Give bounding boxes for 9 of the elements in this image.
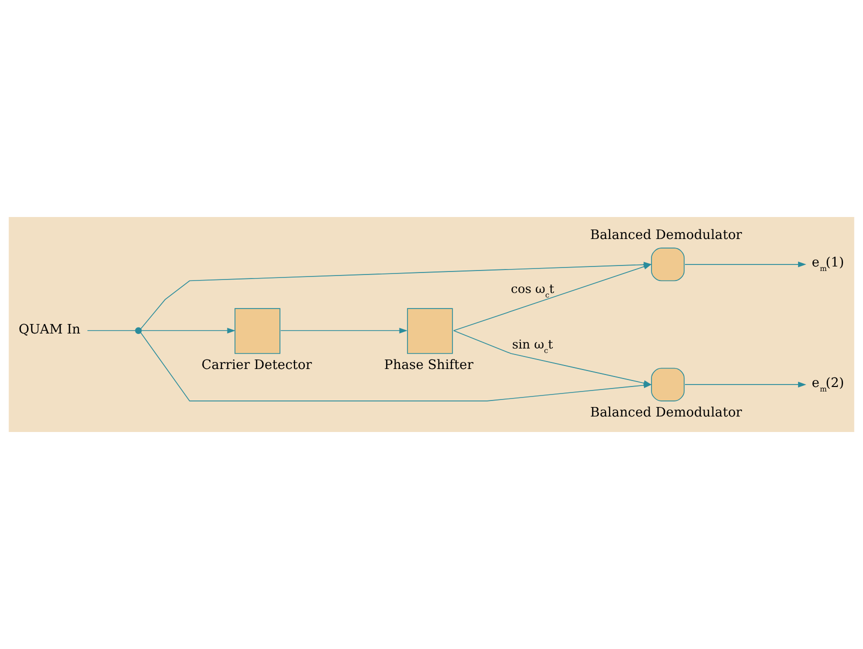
node-text: e$_{m}$(1) bbox=[812, 256, 844, 274]
edge-label: sin ω$_{c}$t bbox=[512, 338, 554, 356]
node-label: Balanced Demodulator bbox=[590, 405, 742, 420]
edge-label: cos ω$_{c}$t bbox=[510, 282, 554, 300]
node-label: Phase Shifter bbox=[384, 358, 474, 373]
node-text: QUAM In bbox=[18, 322, 80, 338]
node-label: Balanced Demodulator bbox=[590, 228, 742, 243]
node-label: Carrier Detector bbox=[201, 358, 312, 373]
node-text: e$_{m}$(2) bbox=[812, 376, 844, 394]
